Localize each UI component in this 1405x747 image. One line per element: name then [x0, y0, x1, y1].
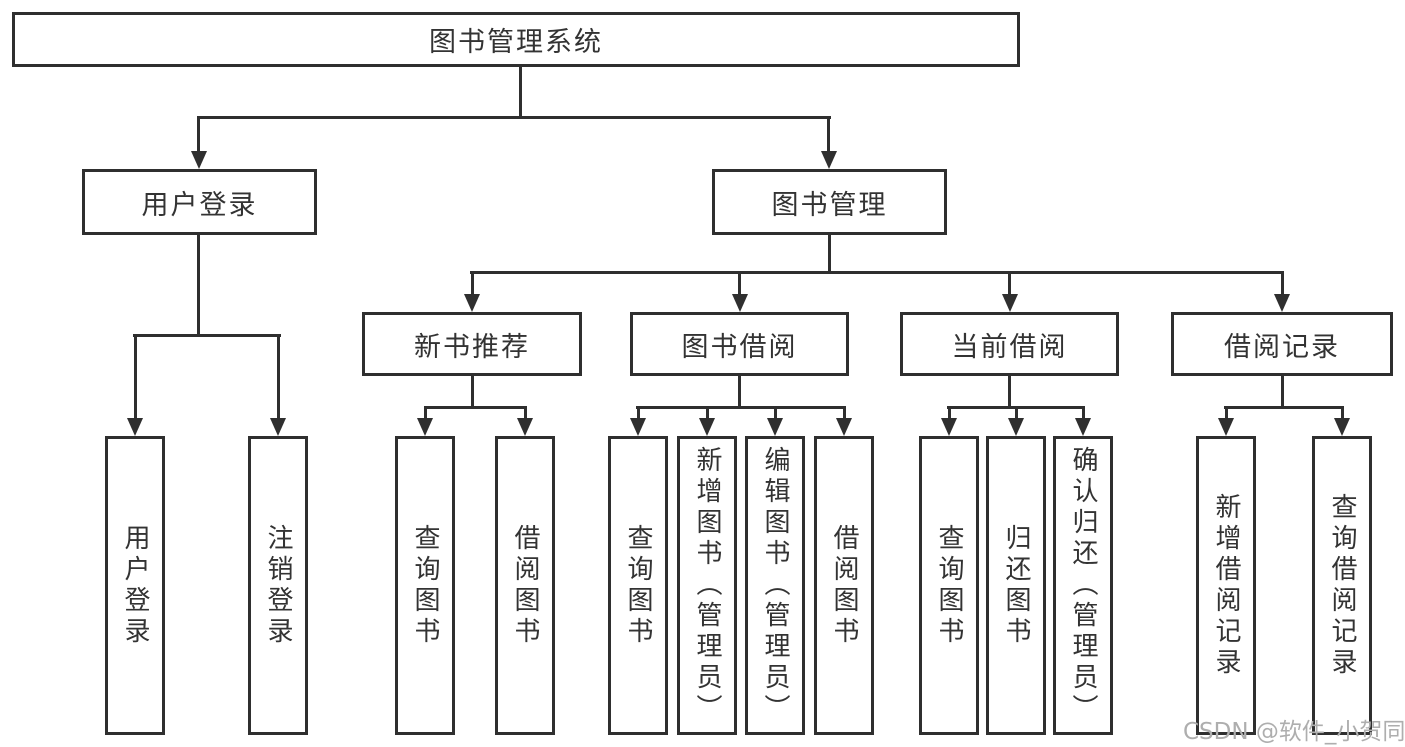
node-label: 查询图书 — [410, 523, 440, 648]
connector-line — [1224, 406, 1344, 409]
arrow-down-icon — [1274, 294, 1290, 312]
leaf-query-books-borrow: 查询图书 — [608, 436, 668, 735]
connector-line — [133, 334, 281, 337]
connector-line — [1281, 271, 1284, 298]
arrow-down-icon — [941, 418, 957, 436]
connector-line — [774, 406, 777, 420]
connector-line — [828, 235, 831, 273]
connector-line — [1008, 375, 1011, 408]
arrow-down-icon — [1075, 418, 1091, 436]
node-label: 编辑图书（管理员） — [760, 446, 790, 725]
node-label: 借阅记录 — [1224, 331, 1340, 363]
node-label: 图书管理系统 — [429, 27, 603, 58]
arrow-down-icon — [1334, 418, 1350, 436]
arrow-down-icon — [1002, 294, 1018, 312]
arrow-down-icon — [767, 418, 783, 436]
leaf-logout: 注销登录 — [248, 436, 308, 735]
leaf-edit-books-admin: 编辑图书（管理员） — [745, 436, 805, 735]
node-label: 图书借阅 — [681, 331, 798, 363]
arrow-down-icon — [270, 418, 286, 436]
leaf-query-borrow-record: 查询借阅记录 — [1312, 436, 1372, 735]
arrow-down-icon — [821, 151, 837, 169]
node-book-management: 图书管理 — [712, 169, 947, 235]
node-label: 查询借阅记录 — [1327, 492, 1357, 679]
connector-line — [637, 406, 640, 420]
node-label: 图书管理 — [771, 189, 888, 221]
leaf-confirm-return-admin: 确认归还（管理员） — [1053, 436, 1113, 735]
connector-line — [1015, 406, 1018, 420]
connector-line — [524, 406, 527, 420]
node-user-login: 用户登录 — [82, 169, 317, 235]
connector-line — [197, 234, 200, 336]
connector-line — [277, 334, 280, 420]
node-book-borrow: 图书借阅 — [630, 312, 849, 376]
connector-line — [1082, 406, 1085, 420]
connector-line — [197, 116, 200, 154]
connector-line — [424, 406, 427, 420]
csdn-watermark: CSDN @软件_小贺同学 — [1183, 719, 1405, 745]
leaf-return-books: 归还图书 — [986, 436, 1046, 735]
connector-line — [738, 271, 741, 298]
leaf-borrow-books-recommend: 借阅图书 — [495, 436, 555, 735]
node-label: 用户登录 — [141, 189, 258, 221]
node-label: 当前借阅 — [951, 331, 1068, 363]
arrow-down-icon — [517, 418, 533, 436]
node-label: 确认归还（管理员） — [1068, 446, 1098, 725]
leaf-query-books-current: 查询图书 — [919, 436, 979, 735]
node-label: 注销登录 — [263, 523, 293, 648]
connector-line — [636, 406, 846, 409]
arrow-down-icon — [417, 418, 433, 436]
connector-line — [470, 271, 1284, 274]
node-label: 用户登录 — [120, 523, 150, 648]
connector-line — [134, 334, 137, 420]
connector-line — [471, 271, 474, 298]
node-label: 查询图书 — [934, 523, 964, 648]
node-label: 新书推荐 — [414, 331, 530, 363]
arrow-down-icon — [1008, 418, 1024, 436]
connector-line — [738, 375, 741, 408]
node-current-borrow: 当前借阅 — [900, 312, 1119, 376]
arrow-down-icon — [191, 151, 207, 169]
connector-line — [424, 406, 527, 409]
arrow-down-icon — [836, 418, 852, 436]
connector-line — [519, 66, 522, 119]
connector-line — [843, 406, 846, 420]
arrow-down-icon — [732, 294, 748, 312]
node-new-book-recommend: 新书推荐 — [362, 312, 582, 376]
arrow-down-icon — [464, 294, 480, 312]
arrow-down-icon — [699, 418, 715, 436]
connector-line — [1008, 271, 1011, 298]
node-borrow-record: 借阅记录 — [1171, 312, 1393, 376]
connector-line — [197, 116, 831, 119]
connector-line — [827, 116, 830, 154]
node-label: 查询图书 — [623, 523, 653, 648]
node-label: 归还图书 — [1001, 523, 1031, 648]
connector-line — [471, 375, 474, 408]
connector-line — [948, 406, 951, 420]
leaf-borrow-books: 借阅图书 — [814, 436, 874, 735]
node-root-system: 图书管理系统 — [12, 12, 1020, 67]
arrow-down-icon — [630, 418, 646, 436]
node-label: 借阅图书 — [829, 523, 859, 648]
connector-line — [1225, 406, 1228, 420]
node-label: 新增借阅记录 — [1211, 492, 1241, 679]
leaf-query-books-recommend: 查询图书 — [395, 436, 455, 735]
connector-line — [706, 406, 709, 420]
leaf-add-borrow-record: 新增借阅记录 — [1196, 436, 1256, 735]
arrow-down-icon — [127, 418, 143, 436]
leaf-user-login: 用户登录 — [105, 436, 165, 735]
node-label: 新增图书（管理员） — [692, 446, 722, 725]
leaf-add-books-admin: 新增图书（管理员） — [677, 436, 737, 735]
connector-line — [1341, 406, 1344, 420]
connector-line — [1281, 375, 1284, 408]
arrow-down-icon — [1218, 418, 1234, 436]
node-label: 借阅图书 — [510, 523, 540, 648]
